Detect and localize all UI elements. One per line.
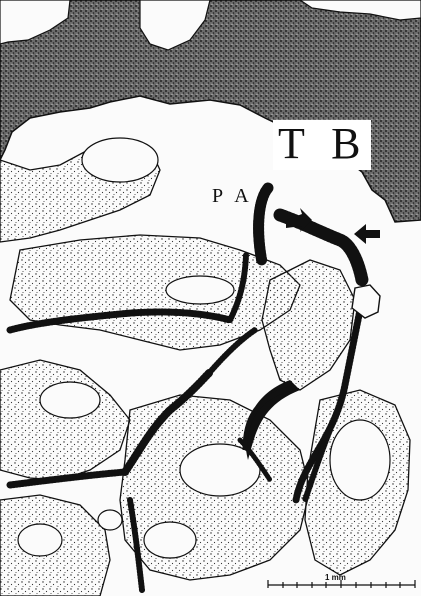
lumen-6 [144,522,196,558]
tissue-mass-right [262,260,355,390]
scale-bar-label: 1 mm [325,574,346,582]
lumen-7 [18,524,62,556]
pa-label: P A [212,186,253,206]
lumen-1 [82,138,158,182]
tissue-mass-lower-left [0,360,130,480]
tb-label: T B [278,122,368,166]
lumen-2 [166,276,234,304]
arrow-left-icon [354,224,380,244]
lumen-3 [40,382,100,418]
lumen-5 [330,420,390,500]
lumen-8 [98,510,122,530]
